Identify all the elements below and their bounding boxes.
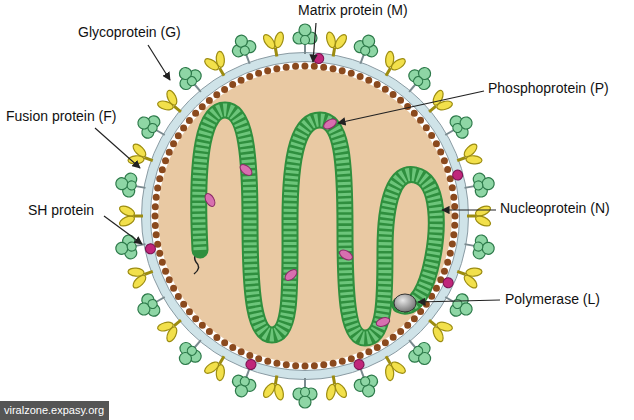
polymerase-blob bbox=[394, 294, 416, 312]
f-spike bbox=[321, 373, 349, 402]
part-label: Nucleoprotein (N) bbox=[500, 200, 610, 217]
part-label: Matrix protein (M) bbox=[298, 2, 408, 19]
g-spike bbox=[172, 332, 210, 370]
g-spike bbox=[172, 61, 210, 99]
leader-lines bbox=[95, 23, 500, 302]
g-spike bbox=[293, 378, 317, 408]
g-spike bbox=[133, 110, 171, 146]
g-spike bbox=[133, 287, 171, 323]
g-spike bbox=[228, 364, 261, 400]
f-spike bbox=[261, 30, 289, 59]
f-spike bbox=[201, 350, 234, 384]
sh-dot bbox=[245, 358, 258, 371]
g-spike bbox=[114, 232, 148, 261]
sh-dot bbox=[145, 243, 157, 255]
g-spike bbox=[400, 332, 438, 370]
f-spike bbox=[261, 373, 289, 402]
surface-spikes bbox=[114, 24, 496, 408]
phosphoproteins bbox=[203, 117, 391, 328]
f-spike bbox=[421, 311, 456, 345]
f-spike bbox=[154, 311, 189, 345]
g-spike bbox=[228, 31, 261, 67]
g-spike bbox=[349, 31, 382, 67]
f-spike bbox=[154, 87, 189, 121]
f-spike bbox=[118, 204, 143, 228]
sh-dot bbox=[442, 276, 455, 289]
f-spike bbox=[467, 204, 492, 228]
part-label: Fusion protein (F) bbox=[6, 108, 116, 125]
part-label: Glycoprotein (G) bbox=[78, 24, 181, 41]
part-label: Phosphoprotein (P) bbox=[488, 80, 609, 97]
sh-dot bbox=[353, 358, 366, 371]
g-spike bbox=[462, 232, 496, 261]
g-spike bbox=[439, 287, 477, 323]
sh-dot bbox=[313, 53, 324, 64]
g-spike bbox=[462, 171, 496, 200]
f-spike bbox=[453, 260, 485, 291]
sh-dot bbox=[451, 169, 463, 181]
part-label: SH protein bbox=[28, 202, 94, 219]
g-spike bbox=[114, 171, 148, 200]
g-spike bbox=[349, 364, 382, 400]
f-spike bbox=[376, 350, 409, 384]
g-spike bbox=[439, 110, 477, 146]
f-spike bbox=[125, 260, 157, 291]
f-spike bbox=[321, 30, 349, 59]
nucleocapsid bbox=[194, 110, 436, 338]
sh-proteins bbox=[145, 53, 464, 371]
f-spike bbox=[125, 141, 157, 172]
f-spike bbox=[453, 141, 485, 172]
f-spike bbox=[201, 48, 234, 82]
watermark: viralzone.expasy.org bbox=[0, 401, 109, 420]
part-label: Polymerase (L) bbox=[505, 291, 600, 308]
g-spike bbox=[400, 61, 438, 99]
envelope bbox=[142, 53, 469, 380]
f-spike bbox=[376, 48, 409, 82]
